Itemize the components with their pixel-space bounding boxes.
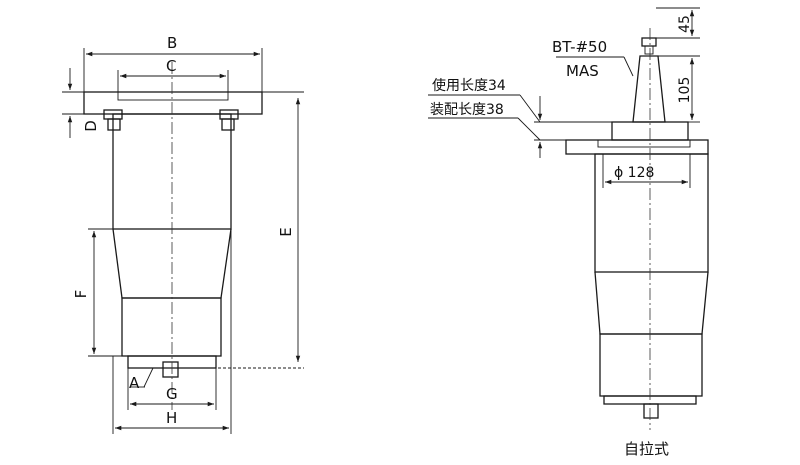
right-view: 45 105 BT-#50 MAS 使用长度34 装配长度38 ϕ 128 自拉… <box>428 7 709 458</box>
left-pull-stud <box>162 361 179 378</box>
left-view: B C D E F A G H <box>62 34 304 434</box>
use-length-label: 使用长度34 <box>432 77 506 94</box>
label-e: E <box>277 227 295 236</box>
mas-label: MAS <box>566 62 599 80</box>
label-c: C <box>166 57 176 75</box>
label-h: H <box>166 409 177 427</box>
right-pull-stud-head <box>641 37 657 47</box>
right-body <box>594 153 709 273</box>
assembly-length-label: 装配长度38 <box>430 102 504 118</box>
caption-self-pulling: 自拉式 <box>624 440 669 458</box>
right-bottom-stud <box>643 403 659 419</box>
label-a: A <box>129 374 140 392</box>
label-f: F <box>72 290 90 299</box>
left-flange <box>83 91 263 115</box>
left-bolt-right <box>219 109 239 131</box>
label-d: D <box>82 120 100 132</box>
right-taper-shank <box>632 55 666 123</box>
dim-105: 105 <box>677 77 693 104</box>
left-flange-recess <box>117 91 229 101</box>
label-b: B <box>167 34 177 52</box>
spindle-label: BT-#50 <box>552 38 607 56</box>
label-g: G <box>166 385 178 403</box>
right-taper <box>594 271 709 335</box>
left-lower-body <box>121 297 222 357</box>
dim-45: 45 <box>677 15 693 33</box>
diameter-label: ϕ 128 <box>614 165 654 181</box>
right-lower-body <box>599 333 703 397</box>
